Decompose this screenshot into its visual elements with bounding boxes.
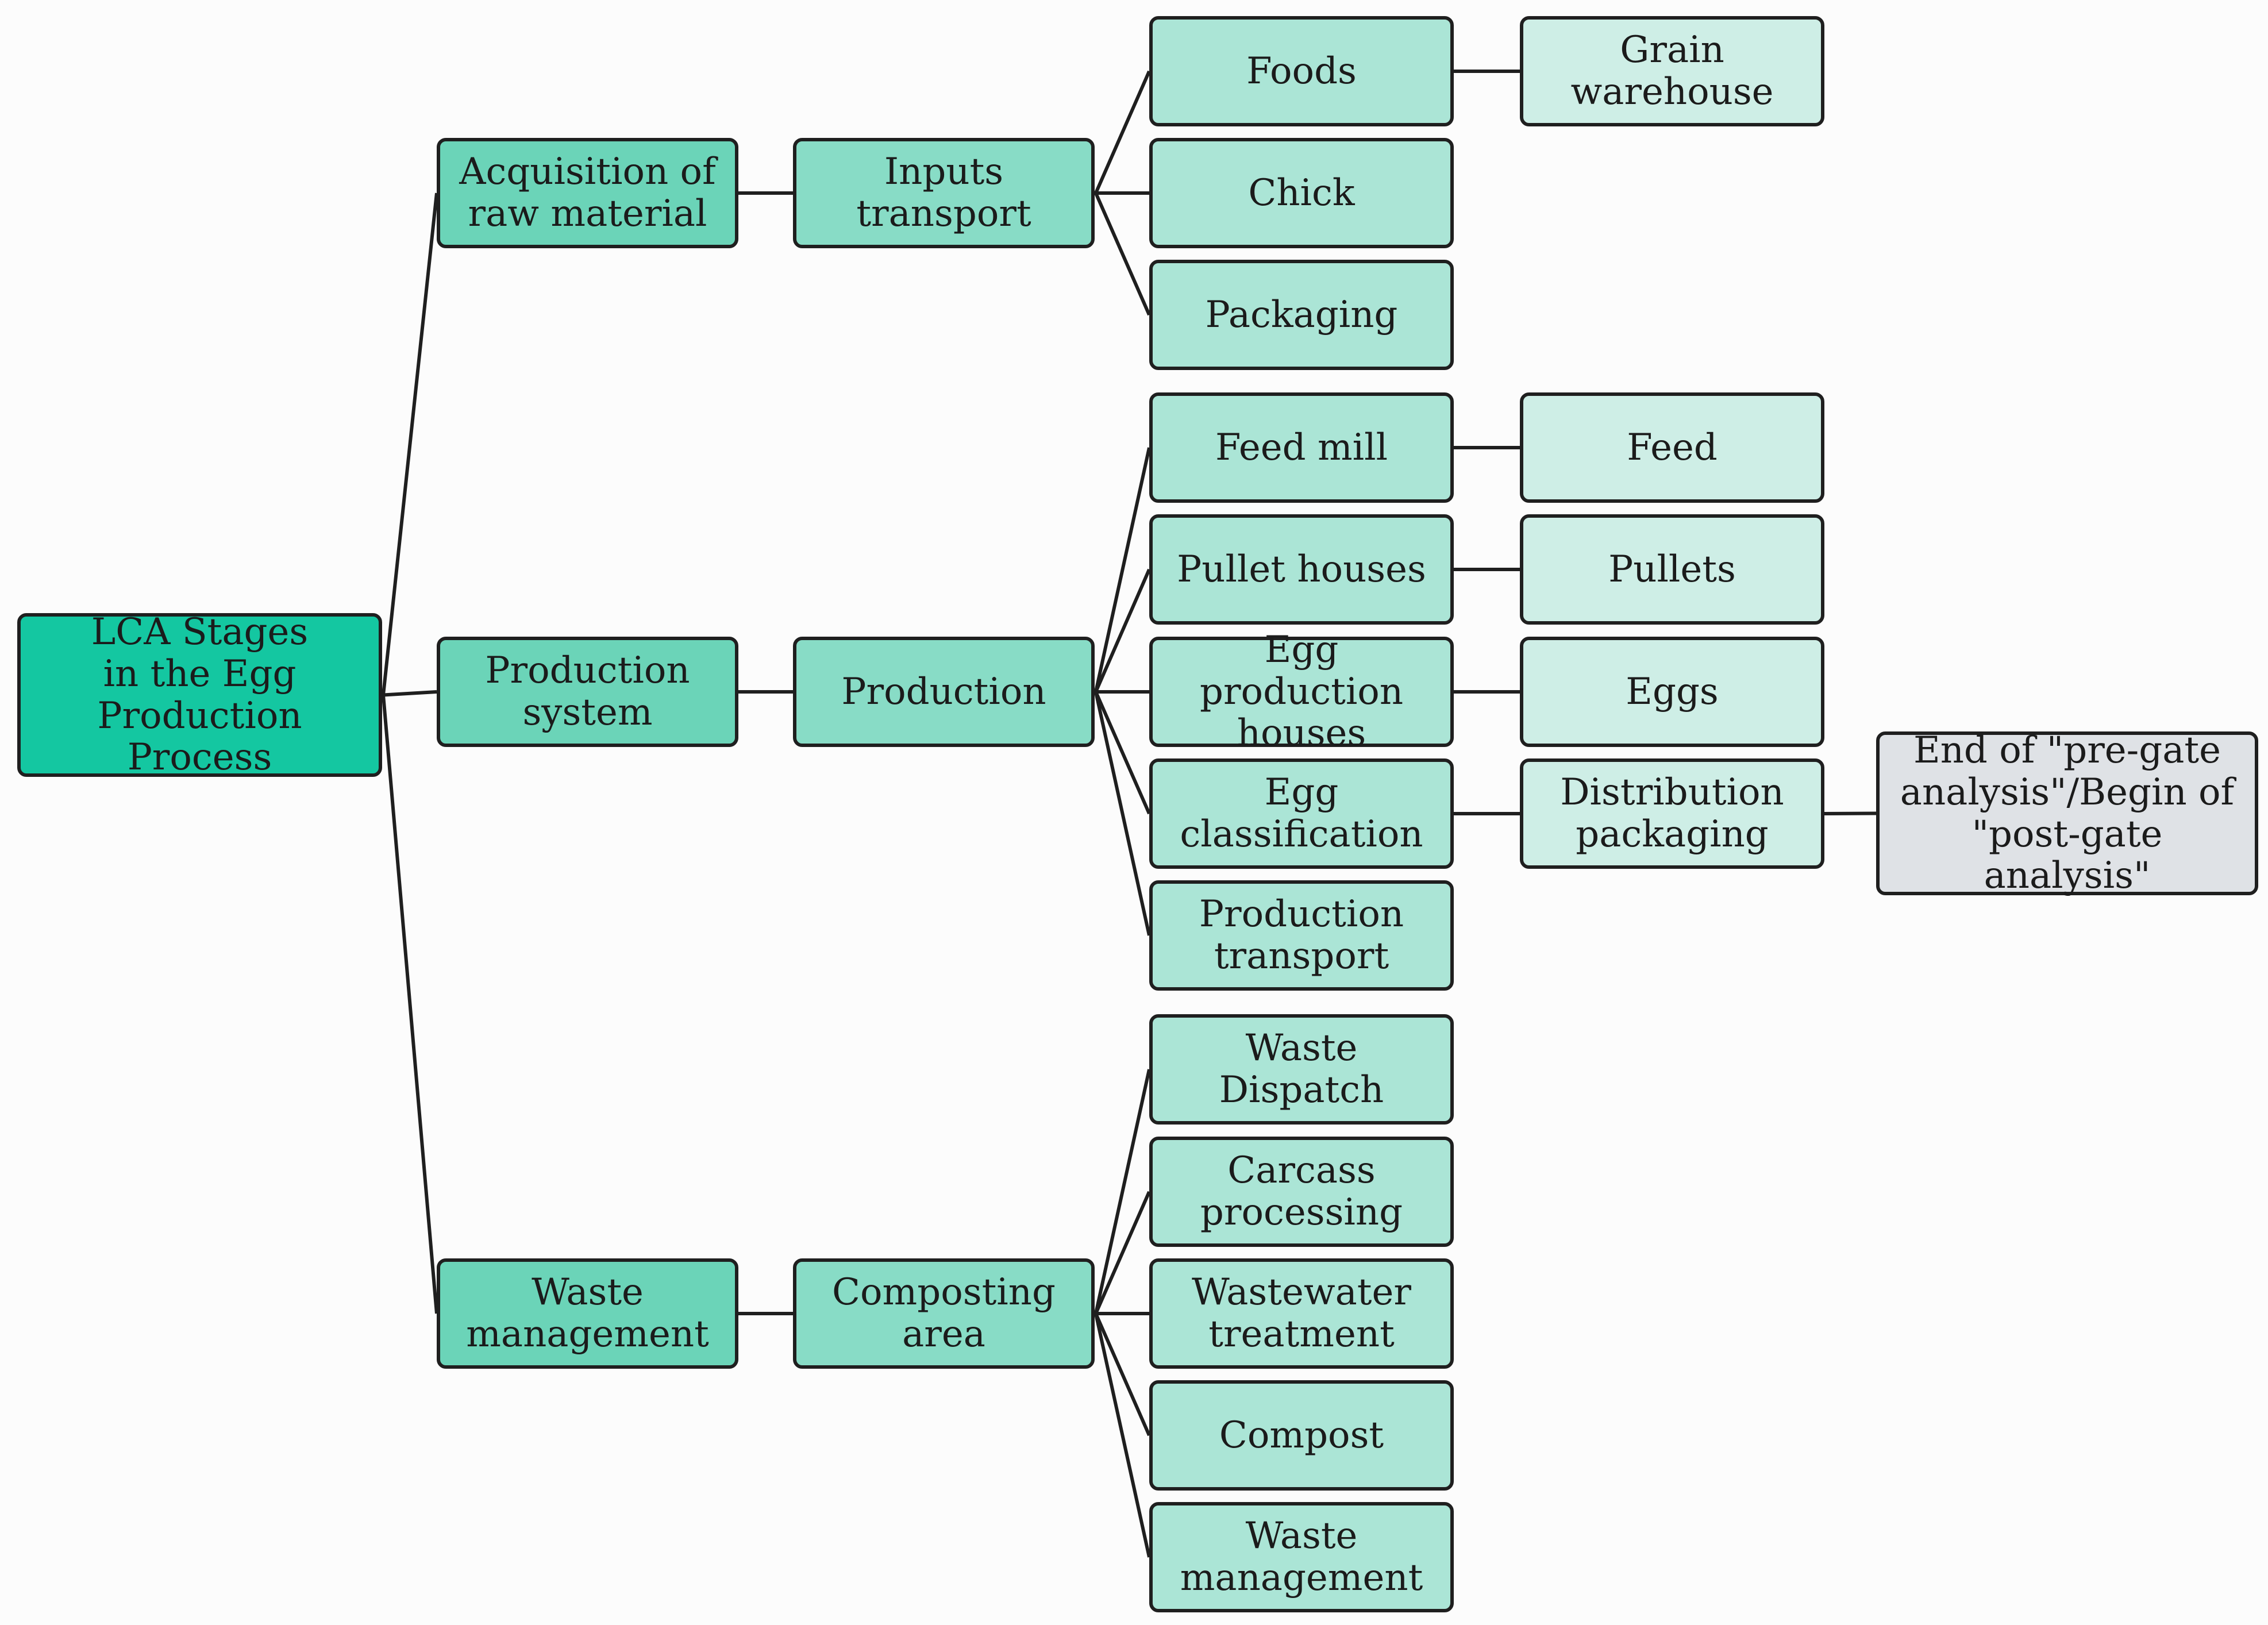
connector-root-prodsys (382, 690, 437, 697)
node-label: Egg classification (1180, 771, 1423, 856)
connector-production-prodtransport (1094, 690, 1151, 936)
node-label: Feed (1627, 426, 1718, 469)
connector-production-pullethouses (1094, 568, 1151, 694)
node-label: End of "pre-gate analysis"/Begin of "pos… (1900, 729, 2235, 898)
node-root: LCA Stages in the Egg Production Process (17, 610, 382, 779)
node-production: Production (793, 637, 1095, 747)
node-prodsys: Production system (437, 637, 738, 747)
node-composting: Composting area (793, 1258, 1095, 1369)
node-carcass: Carcass processing (1149, 1137, 1454, 1247)
node-label: Distribution packaging (1560, 771, 1784, 856)
node-label: Acquisition of raw material (459, 151, 716, 235)
node-inputs: Inputs transport (793, 138, 1095, 248)
node-feed: Feed (1520, 392, 1824, 503)
node-wastewater: Wastewater treatment (1149, 1258, 1454, 1369)
node-label: Compost (1219, 1414, 1384, 1457)
node-label: LCA Stages in the Egg Production Process (91, 610, 309, 779)
node-label: Eggs (1626, 670, 1719, 713)
node-label: Waste management (466, 1271, 709, 1356)
node-eggs: Eggs (1520, 637, 1824, 747)
node-wastemgmt: Waste management (437, 1258, 738, 1369)
node-wastemgmt2: Waste management (1149, 1502, 1454, 1612)
node-acq: Acquisition of raw material (437, 138, 738, 248)
connector-root-acq (382, 192, 438, 697)
connector-composting-compost (1094, 1312, 1151, 1437)
node-label: Feed mill (1215, 426, 1388, 469)
node-label: Waste Dispatch (1219, 1027, 1384, 1111)
node-pullets: Pullets (1520, 514, 1824, 625)
node-compost: Compost (1149, 1380, 1454, 1491)
node-endgate: End of "pre-gate analysis"/Begin of "pos… (1876, 729, 2258, 898)
node-grain: Grain warehouse (1520, 16, 1824, 126)
node-wastedispatch: Waste Dispatch (1149, 1014, 1454, 1125)
node-label: Production (841, 670, 1046, 713)
connector-composting-wastedispatch (1094, 1069, 1151, 1315)
node-packaging: Packaging (1149, 260, 1454, 370)
connector-production-eggclass (1094, 690, 1151, 815)
node-label: Foods (1246, 49, 1357, 93)
node-label: Pullet houses (1177, 548, 1426, 591)
node-chick: Chick (1149, 138, 1454, 248)
connector-inputs-packaging (1094, 191, 1151, 316)
connector-production-feedmill (1094, 447, 1151, 694)
node-label: Grain warehouse (1570, 29, 1774, 113)
node-distpack: Distribution packaging (1520, 758, 1824, 869)
node-foods: Foods (1149, 16, 1454, 126)
connector-composting-carcass (1094, 1191, 1151, 1315)
node-label: Carcass processing (1200, 1149, 1403, 1234)
node-label: Wastewater treatment (1192, 1271, 1411, 1356)
node-prodtransport: Production transport (1149, 880, 1454, 991)
node-label: Waste management (1180, 1515, 1423, 1599)
node-eggclass: Egg classification (1149, 758, 1454, 869)
node-label: Chick (1248, 171, 1355, 214)
node-label: Pullets (1608, 548, 1736, 591)
connector-composting-wastemgmt2 (1094, 1312, 1151, 1558)
node-pullethouses: Pullet houses (1149, 514, 1454, 625)
node-label: Packaging (1205, 293, 1398, 336)
connector-root-wastemgmt (382, 693, 438, 1314)
node-label: Composting area (832, 1271, 1056, 1356)
node-feedmill: Feed mill (1149, 392, 1454, 503)
connector-inputs-foods (1094, 70, 1151, 195)
node-label: Production transport (1199, 893, 1404, 977)
node-label: Egg production houses (1199, 628, 1404, 755)
node-label: Production system (485, 649, 690, 734)
node-egghouses: Egg production houses (1149, 629, 1454, 754)
node-label: Inputs transport (856, 151, 1031, 235)
